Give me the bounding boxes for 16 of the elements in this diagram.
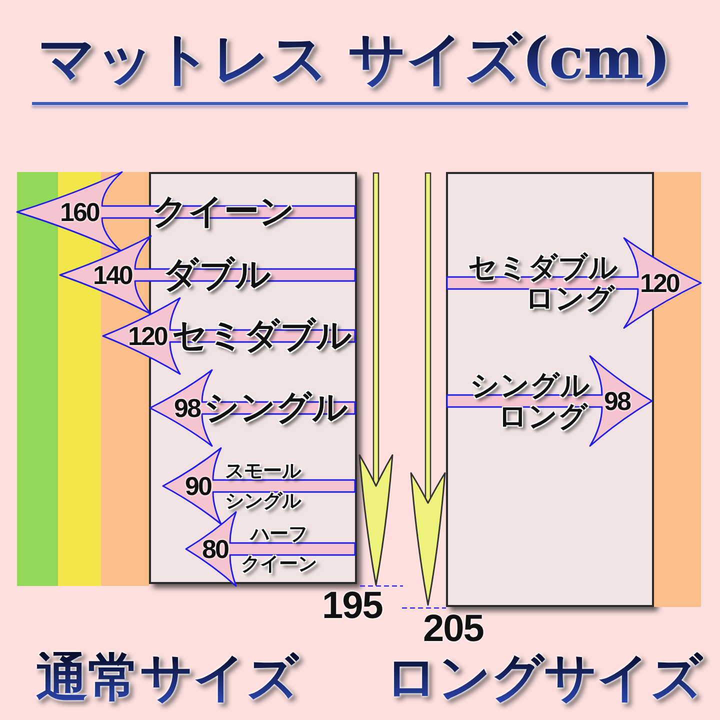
- width-value: 98: [174, 395, 200, 421]
- length-value: 205: [423, 610, 484, 648]
- width-value: 90: [185, 473, 211, 499]
- width-value: 120: [640, 270, 679, 296]
- width-value: 160: [60, 199, 99, 225]
- size-name: シングルロング: [470, 370, 588, 432]
- size-name: ハーフクイーン: [240, 522, 318, 577]
- width-value: 120: [128, 323, 167, 349]
- width-value: 80: [202, 536, 228, 562]
- width-band: [17, 172, 58, 586]
- section-label: 通常サイズ: [36, 652, 299, 704]
- size-name: セミダブルロング: [468, 252, 615, 314]
- width-value: 140: [93, 262, 132, 288]
- width-value: 98: [604, 388, 630, 414]
- length-value: 195: [322, 587, 382, 625]
- size-name: スモールシングル: [224, 459, 302, 514]
